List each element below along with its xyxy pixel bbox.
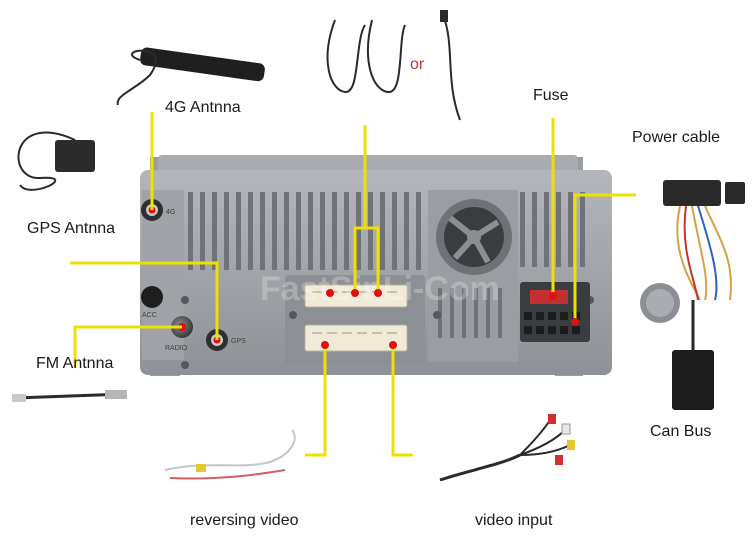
antenna-4g-illustration [116, 47, 265, 106]
label-4g-antenna: 4G Antnna [165, 99, 241, 116]
fm-antenna-illustration [12, 390, 127, 402]
power-connector-block [520, 282, 590, 342]
leader-reversing [305, 345, 327, 457]
label-can-bus: Can Bus [650, 423, 712, 440]
connector-lower [304, 324, 408, 352]
usb-cable-illustration [326, 10, 461, 121]
marker-dots [321, 289, 579, 349]
label-gps-antenna: GPS Antnna [27, 220, 116, 237]
port-acc [141, 286, 163, 308]
can-bus-illustration [672, 300, 714, 410]
label-fm-antenna: FM Antnna [36, 355, 114, 372]
marking-4g: 4G [166, 209, 175, 216]
gps-antenna-illustration [17, 131, 95, 191]
dot-connector-e [389, 341, 397, 349]
leader-power [573, 193, 636, 322]
reversing-video-illustration [164, 429, 296, 480]
video-input-illustration [439, 414, 575, 482]
dot-connector-d [321, 341, 329, 349]
cooling-fins [188, 192, 585, 270]
marking-acc: ACC [142, 312, 157, 319]
marking-gps: GPS [231, 338, 246, 345]
dot-fuse [549, 292, 557, 300]
label-power-cable: Power cable [632, 129, 721, 146]
label-or: or [410, 56, 425, 73]
label-fuse: Fuse [533, 87, 569, 104]
leader-video-input [391, 345, 413, 457]
leader-fm [73, 325, 182, 368]
dot-connector-c [374, 289, 382, 297]
watermark: FastSinLi-Com [260, 270, 500, 308]
dot-power [571, 318, 579, 326]
dot-connector-b [351, 289, 359, 297]
leader-lines [70, 112, 636, 457]
label-reversing-video: reversing video [190, 512, 299, 529]
marking-radio: RADIO [165, 345, 188, 352]
leader-usb-2 [355, 226, 380, 293]
leader-gps [70, 261, 219, 340]
power-harness-illustration [640, 180, 745, 323]
dot-connector-a [326, 289, 334, 297]
label-video-input: video input [475, 512, 553, 529]
